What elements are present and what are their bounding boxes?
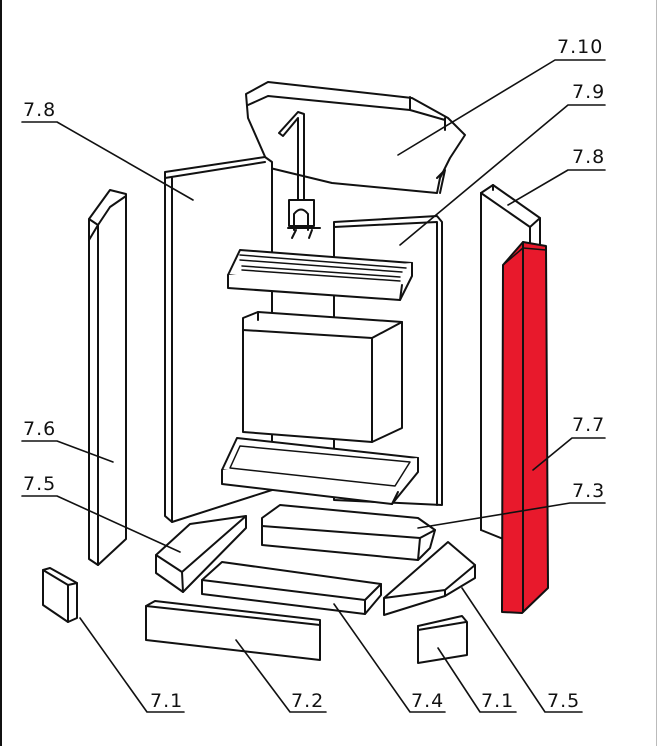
part-7-10-baffle bbox=[245, 81, 466, 194]
leader-7-3 bbox=[417, 502, 606, 529]
leader-7-7 bbox=[532, 437, 606, 471]
part-hook-rod bbox=[278, 111, 321, 239]
leader-lines bbox=[21, 59, 606, 713]
leader-7-5-left bbox=[21, 495, 181, 553]
callout-7-1-right: 7.1 bbox=[481, 690, 515, 712]
part-firebox bbox=[242, 311, 403, 443]
part-7-2-front-floor-brick bbox=[145, 600, 321, 661]
leader-7-10 bbox=[397, 59, 606, 156]
callout-7-1-left: 7.1 bbox=[150, 690, 184, 712]
leader-7-2 bbox=[235, 639, 327, 713]
part-7-6-left-brick bbox=[88, 189, 127, 566]
callout-7-4: 7.4 bbox=[411, 690, 445, 712]
leader-7-4 bbox=[333, 603, 446, 713]
part-7-7-highlighted-brick bbox=[501, 241, 549, 614]
frame-border-left bbox=[0, 0, 2, 746]
callout-7-8-left: 7.8 bbox=[23, 99, 57, 121]
callout-7-3: 7.3 bbox=[572, 480, 606, 502]
leader-7-8-right bbox=[507, 169, 606, 206]
part-7-3-rear-floor-brick bbox=[261, 504, 436, 561]
part-7-5-left-corner-brick bbox=[155, 515, 247, 593]
callout-7-5-right: 7.5 bbox=[547, 690, 581, 712]
part-7-5-right-corner-brick bbox=[383, 541, 476, 616]
leader-7-9 bbox=[399, 104, 606, 246]
part-7-4-middle-floor-brick bbox=[201, 561, 382, 615]
part-7-1-left-block bbox=[42, 567, 78, 623]
leader-7-1-left bbox=[79, 617, 185, 713]
callout-7-5-left: 7.5 bbox=[23, 473, 57, 495]
leader-7-5-right bbox=[461, 587, 583, 713]
frame-border-right bbox=[656, 0, 657, 746]
leader-7-8-left bbox=[21, 121, 194, 201]
callout-7-9: 7.9 bbox=[572, 81, 606, 103]
callout-7-6: 7.6 bbox=[23, 418, 57, 440]
leader-7-1-right bbox=[437, 647, 517, 713]
part-7-1-right-block bbox=[417, 615, 468, 664]
callout-7-2: 7.2 bbox=[291, 690, 325, 712]
callout-7-8-right: 7.8 bbox=[572, 146, 606, 168]
callout-7-7: 7.7 bbox=[572, 414, 606, 436]
part-grate bbox=[227, 249, 413, 301]
leader-7-6 bbox=[21, 440, 114, 463]
part-ash-tray bbox=[221, 437, 419, 505]
callout-7-10: 7.10 bbox=[557, 36, 604, 58]
